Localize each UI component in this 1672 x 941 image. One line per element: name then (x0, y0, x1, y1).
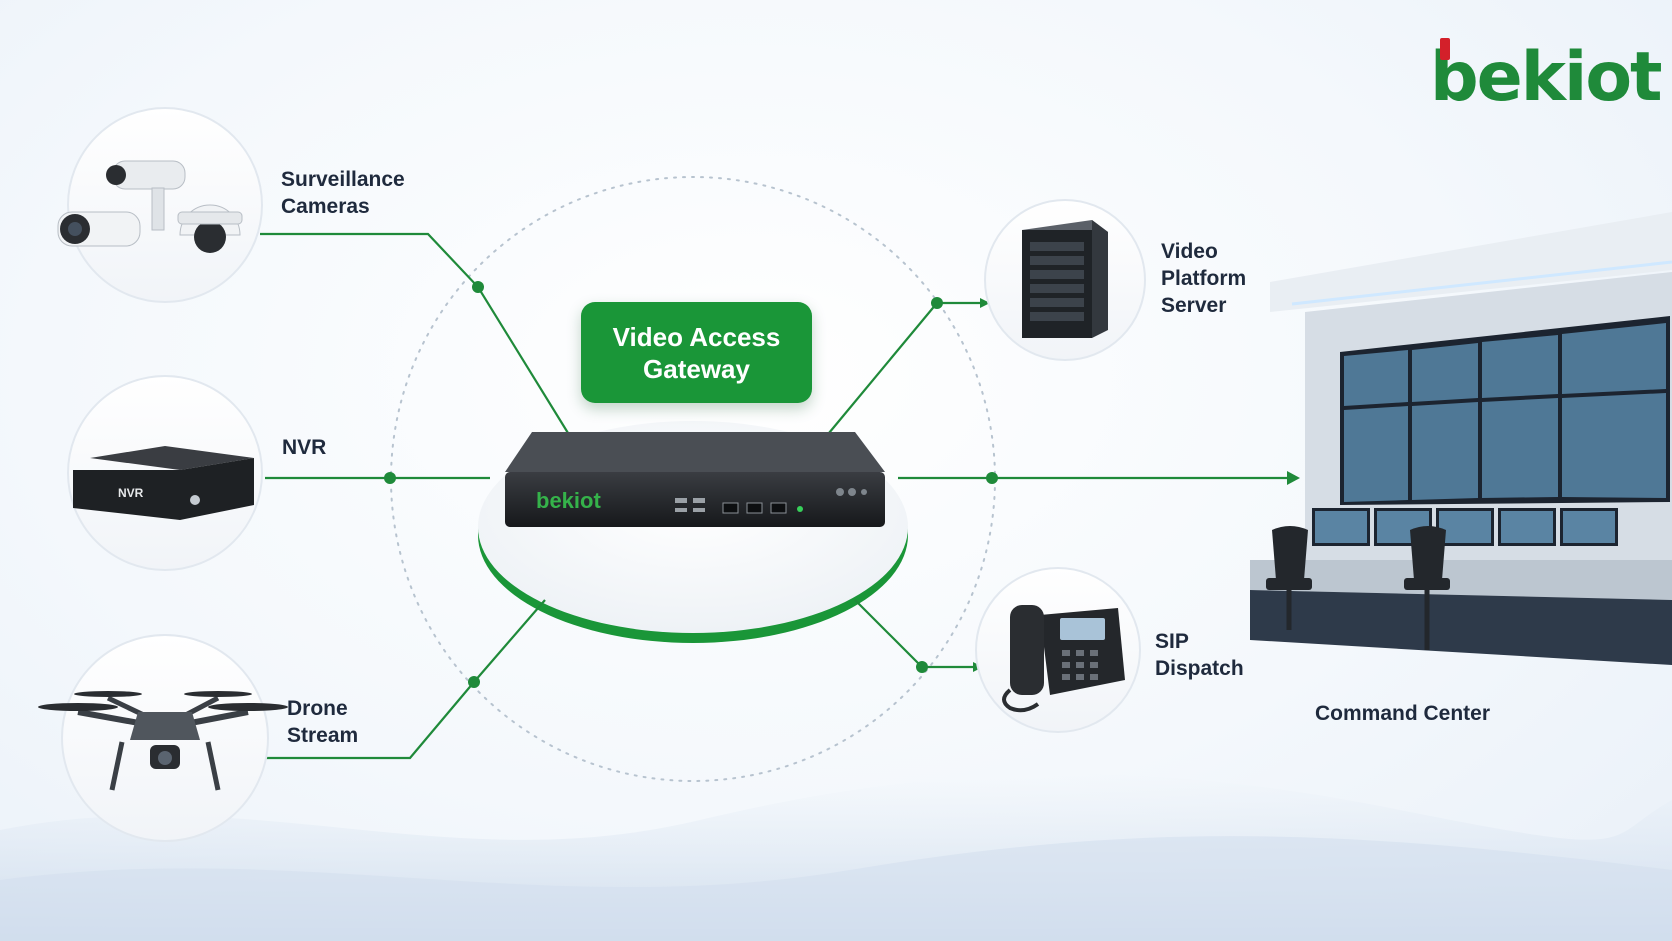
link-drone (265, 599, 546, 760)
link-cameras (260, 232, 569, 434)
video-wall-icon (1250, 212, 1672, 665)
nvr-recorder-icon (73, 446, 254, 520)
drone-icon (38, 691, 288, 791)
source-circle-cameras (67, 107, 263, 303)
label-sip-dispatch: SIP Dispatch (1155, 630, 1244, 680)
desk-phone-icon (1002, 605, 1125, 713)
label-surveillance-cameras: Surveillance Cameras (281, 168, 405, 218)
server-rack-icon (1022, 220, 1108, 338)
junction-dot (986, 472, 998, 484)
arrowhead-server (980, 298, 990, 308)
junction-dot (931, 297, 943, 309)
brand-logo-accent (1440, 38, 1450, 60)
link-sip (854, 599, 978, 669)
brand-logo: bekiot (1430, 38, 1663, 117)
label-command-center: Command Center (1315, 702, 1491, 725)
junction-dot (468, 676, 480, 688)
gateway-device-logo: bekiot (536, 488, 601, 513)
junction-dot (916, 661, 928, 673)
label-nvr: NVR (282, 436, 327, 459)
label-drone-stream: Drone Stream (287, 697, 359, 747)
gateway-device (505, 432, 885, 527)
gateway-title-badge: Video Access Gateway (581, 302, 812, 403)
junction-dot (472, 281, 484, 293)
junction-dot (384, 472, 396, 484)
label-video-platform-server: Video Platform Server (1161, 240, 1247, 317)
link-server (828, 301, 985, 434)
arrowhead-command-center (1287, 471, 1300, 485)
security-camera-icon (57, 160, 243, 253)
nvr-device-text: NVR (118, 486, 144, 500)
